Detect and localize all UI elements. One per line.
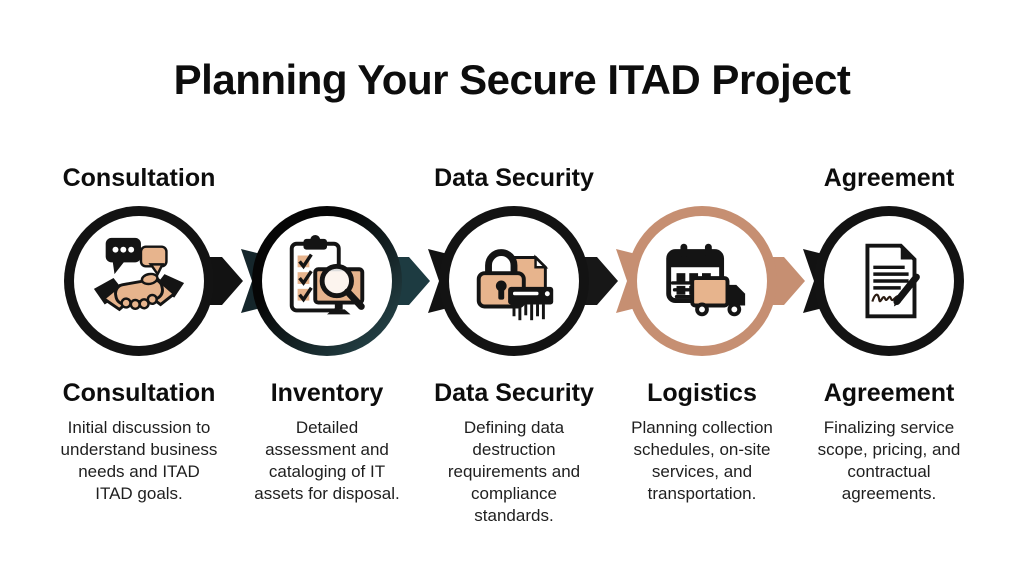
step-desc-consultation: Initial discussion to understand busines…	[60, 418, 218, 503]
calendar-truck-icon	[666, 243, 746, 317]
step-title-logistics: Logistics	[647, 379, 757, 407]
step-circle-inventory	[252, 206, 402, 356]
step-title-inventory: Inventory	[270, 379, 384, 407]
top-label-agreement: Agreement	[823, 164, 955, 192]
step-circle-logistics	[627, 206, 777, 356]
step-desc-logistics: Planning collection schedules, on-site s…	[631, 418, 773, 503]
page-title: Planning Your Secure ITAD Project	[173, 56, 851, 103]
step-title-data-security: Data Security	[434, 379, 594, 407]
step-title-agreement: Agreement	[823, 379, 955, 407]
top-label-consultation: Consultation	[62, 164, 216, 192]
step-desc-inventory: Detailed assessment and cataloging of IT…	[254, 418, 400, 503]
step-circle-data-security	[439, 206, 589, 356]
contract-signature-icon	[865, 243, 920, 319]
step-circle-agreement	[814, 206, 964, 356]
step-desc-data-security: Defining data destruction requirements a…	[447, 418, 581, 525]
step-circle-consultation	[64, 206, 214, 356]
step-title-consultation: Consultation	[62, 379, 216, 407]
inventory-checklist-icon	[289, 234, 365, 315]
step-desc-agreement: Finalizing service scope, pricing, and c…	[817, 418, 961, 503]
lock-shredder-icon	[476, 249, 554, 321]
top-label-data-security: Data Security	[434, 164, 594, 192]
handshake-chat-icon	[93, 237, 185, 312]
